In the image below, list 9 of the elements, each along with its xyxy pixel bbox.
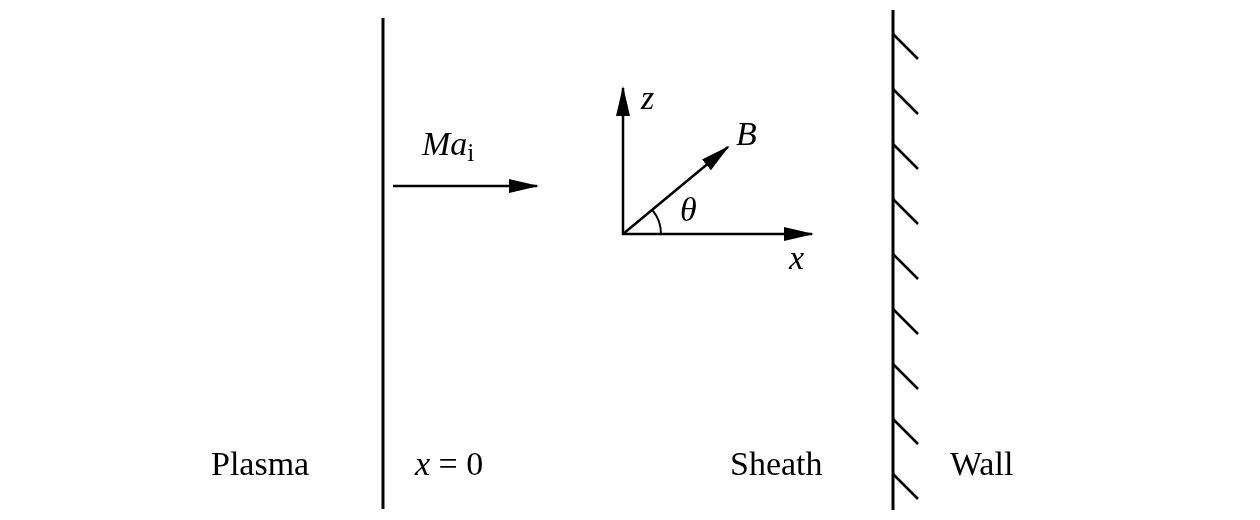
region-label: Plasma: [211, 444, 310, 484]
region-label: Wall: [950, 444, 1014, 484]
boundary-label: x = 0: [415, 444, 484, 484]
region-label: Sheath: [730, 444, 823, 484]
velocity-label: Ma$_{i}$: [422, 124, 475, 164]
axis-label: z: [641, 78, 655, 118]
axis-label: x: [789, 238, 805, 278]
vector-label: B: [736, 114, 757, 154]
angle-label: θ: [680, 190, 697, 230]
